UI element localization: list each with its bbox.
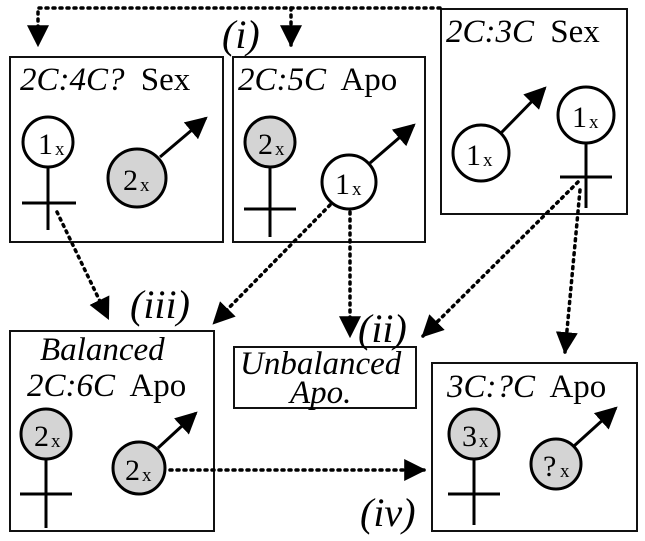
box-2c5c-apo: 2C:5C Apo 2 x 1 x <box>232 56 426 243</box>
male-count: 2 <box>125 454 140 487</box>
female-symbol-icon: 2 x <box>19 407 73 528</box>
svg-text:2C:3C Sex: 2C:3C Sex <box>446 14 600 50</box>
male-count-sub: x <box>483 150 493 171</box>
box-2c4c-title-plain: Sex <box>141 62 191 98</box>
male-symbol-icon: 1 x <box>451 86 547 183</box>
male-symbol-icon: 1 x <box>320 123 416 211</box>
male-count-sub: x <box>142 465 152 486</box>
arrow-2c4c-to-balanced <box>55 210 110 320</box>
arrow-top-connector <box>27 6 442 48</box>
female-symbol-icon: 3 x <box>447 407 501 525</box>
label-ii: (ii) <box>358 306 407 351</box>
box-2c4c-sex: 2C:4C? Sex 1 x 2 x <box>9 56 224 243</box>
male-count: 1 <box>335 168 350 201</box>
box-2c6c-title-plain: Apo <box>129 368 186 404</box>
box-3c-apo: 3C:?C Apo 3 x ? x <box>431 362 638 532</box>
box-3c-title-plain: Apo <box>549 369 606 405</box>
box-2c5c-title-italic: 2C:5C <box>238 62 327 98</box>
arrow-2c3c-to-3c <box>555 188 582 355</box>
male-symbol-icon: 2 x <box>111 411 198 496</box>
female-symbol-icon: 1 x <box>556 85 616 208</box>
female-count: 2 <box>258 128 273 161</box>
box-2c6c-top-label: Balanced <box>40 332 165 368</box>
male-count: 2 <box>123 164 138 197</box>
male-count-sub: x <box>352 179 362 200</box>
female-count: 3 <box>462 420 477 453</box>
female-count: 1 <box>38 128 53 161</box>
female-count-sub: x <box>51 431 61 452</box>
svg-text:3C:?C Apo: 3C:?C Apo <box>446 369 606 405</box>
female-count-sub: x <box>275 139 285 160</box>
male-count-sub: x <box>140 175 150 196</box>
box-2c6c-title-italic: 2C:6C <box>27 368 116 404</box>
svg-text:2C:5C Apo: 2C:5C Apo <box>238 62 397 98</box>
label-iii: (iii) <box>130 282 190 327</box>
male-count: ? <box>543 450 556 483</box>
box-3c-title-italic: 3C:?C <box>446 369 536 405</box>
male-symbol-icon: ? x <box>529 406 618 491</box>
male-count: 1 <box>466 139 481 172</box>
svg-text:2C:4C? Sex: 2C:4C? Sex <box>20 62 191 98</box>
box-2c3c-sex: 2C:3C Sex 1 x 1 x <box>440 8 628 215</box>
box-2c4c-title-italic: 2C:4C? <box>20 62 125 98</box>
female-count: 2 <box>34 420 49 453</box>
box-2c5c-title-plain: Apo <box>340 62 397 98</box>
female-count: 1 <box>572 101 587 134</box>
box-unbalanced-apo: Unbalanced Apo. <box>233 346 417 411</box>
arrow-2c3c-to-unbalanced <box>421 180 580 338</box>
male-count-sub: x <box>560 461 570 482</box>
arrow-2c5c-to-balanced <box>212 203 332 325</box>
male-symbol-icon: 2 x <box>106 116 208 209</box>
box-unbalanced-line1: Unbalanced <box>240 346 402 382</box>
box-2c3c-title-italic: 2C:3C <box>446 14 535 50</box>
female-symbol-icon: 1 x <box>21 115 76 230</box>
box-2c6c-balanced-apo: Balanced 2C:6C Apo 2 x 2 x <box>9 330 215 532</box>
female-count-sub: x <box>479 431 489 452</box>
label-i: (i) <box>222 12 260 57</box>
female-count-sub: x <box>55 139 65 160</box>
dotted-arrows <box>27 6 582 481</box>
female-count-sub: x <box>589 112 599 133</box>
label-iv: (iv) <box>360 490 416 535</box>
box-unbalanced-line2: Apo. <box>288 375 351 411</box>
box-2c3c-title-plain: Sex <box>550 14 600 50</box>
svg-text:2C:6C Apo: 2C:6C Apo <box>27 368 186 404</box>
female-symbol-icon: 2 x <box>243 115 297 237</box>
